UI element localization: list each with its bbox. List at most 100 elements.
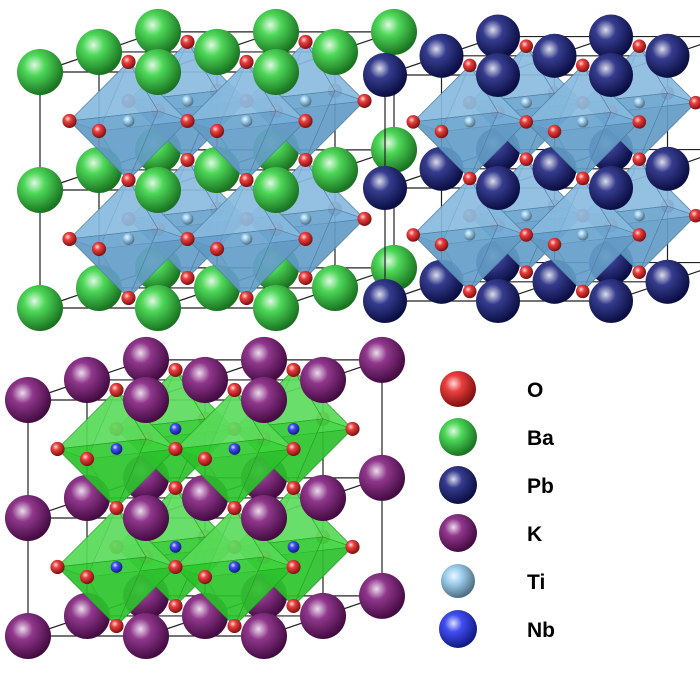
atom-ba	[134, 48, 182, 96]
atom-pb	[588, 14, 634, 59]
atom-o	[406, 115, 421, 129]
atom-k	[240, 494, 288, 542]
atom-pb	[475, 165, 521, 211]
atom-ti	[122, 115, 135, 127]
atom-o	[434, 124, 449, 139]
atom-o	[197, 569, 213, 585]
atom-ba	[311, 28, 359, 75]
atom-o	[91, 241, 107, 257]
atom-o	[632, 152, 647, 166]
atom-ba	[193, 28, 241, 75]
atom-o	[519, 152, 534, 166]
legend-item-k: K	[439, 514, 542, 552]
atom-ti	[240, 115, 253, 127]
atom-ba	[16, 48, 64, 96]
atom-o	[519, 39, 534, 53]
legend-item-ti: Ti	[441, 564, 545, 598]
atom-pb	[645, 146, 690, 191]
atom-o	[286, 598, 301, 613]
atom-o	[688, 95, 700, 110]
atom-o	[168, 598, 183, 613]
octahedron	[186, 179, 307, 299]
atom-o	[121, 290, 136, 306]
atom-ba	[134, 8, 182, 55]
atom-k	[122, 494, 170, 542]
atom-o	[357, 211, 372, 226]
atom-o	[180, 34, 195, 49]
atom-k	[240, 376, 288, 424]
atom-o	[168, 480, 183, 495]
atom-ti	[240, 233, 253, 245]
atom-o	[209, 241, 225, 257]
atom-ti	[577, 116, 589, 128]
atom-pb	[588, 278, 634, 324]
atom-o	[575, 284, 590, 299]
atom-o	[298, 113, 313, 129]
atom-o	[286, 480, 301, 495]
atom-o	[50, 559, 65, 575]
atom-ba	[16, 166, 64, 214]
atom-ba	[311, 264, 359, 311]
atom-k	[358, 572, 406, 619]
atom-o	[109, 500, 124, 516]
atom-o	[227, 618, 242, 634]
atom-pb	[475, 14, 521, 59]
atom-ba	[252, 166, 300, 214]
atom-nb	[110, 561, 123, 573]
structures	[4, 8, 700, 660]
atom-o	[239, 290, 254, 306]
atom-k	[4, 376, 52, 424]
atom-k	[299, 356, 347, 403]
octahedron	[56, 507, 177, 627]
atom-o	[547, 124, 562, 139]
atom-ba	[252, 8, 300, 55]
atom-ba	[252, 284, 300, 332]
atom-ti	[577, 229, 589, 241]
atom-ti	[181, 213, 194, 225]
atom-o	[168, 559, 183, 575]
atom-k	[299, 592, 347, 639]
atom-o	[286, 441, 301, 457]
atom-k	[240, 336, 288, 383]
atom-k	[122, 336, 170, 383]
atom-ti	[464, 116, 476, 128]
legend-label: Nb	[527, 619, 555, 642]
atom-o	[632, 265, 647, 279]
atom-o	[575, 171, 590, 186]
atom-ti	[122, 233, 135, 245]
atom-k	[240, 612, 288, 660]
atom-pb	[362, 165, 408, 211]
atom-o	[286, 362, 301, 377]
atom-pb	[475, 52, 521, 98]
atom-k	[358, 454, 406, 501]
atom-ti	[299, 213, 312, 225]
atom-ba	[370, 126, 418, 173]
atom-o	[547, 237, 562, 252]
atom-o	[575, 58, 590, 73]
legend-swatch-o	[440, 371, 476, 407]
atom-k	[122, 612, 170, 660]
structure-pbtio3	[362, 14, 700, 324]
legend-swatch-ba	[439, 418, 477, 456]
atom-pb	[362, 278, 408, 324]
atom-ba	[311, 146, 359, 193]
atom-o	[180, 113, 195, 129]
atom-o	[345, 421, 360, 436]
atom-ti	[464, 229, 476, 241]
atom-ba	[16, 284, 64, 332]
atom-k	[122, 376, 170, 424]
atom-o	[462, 171, 477, 186]
atom-nb	[169, 423, 182, 435]
atom-nb	[110, 443, 123, 455]
atom-o	[239, 54, 254, 70]
atom-o	[462, 284, 477, 299]
atom-o	[345, 539, 360, 554]
atom-o	[298, 270, 313, 285]
atom-o	[91, 123, 107, 139]
atom-o	[519, 265, 534, 279]
legend-item-pb: Pb	[439, 466, 554, 504]
atom-o	[180, 231, 195, 247]
